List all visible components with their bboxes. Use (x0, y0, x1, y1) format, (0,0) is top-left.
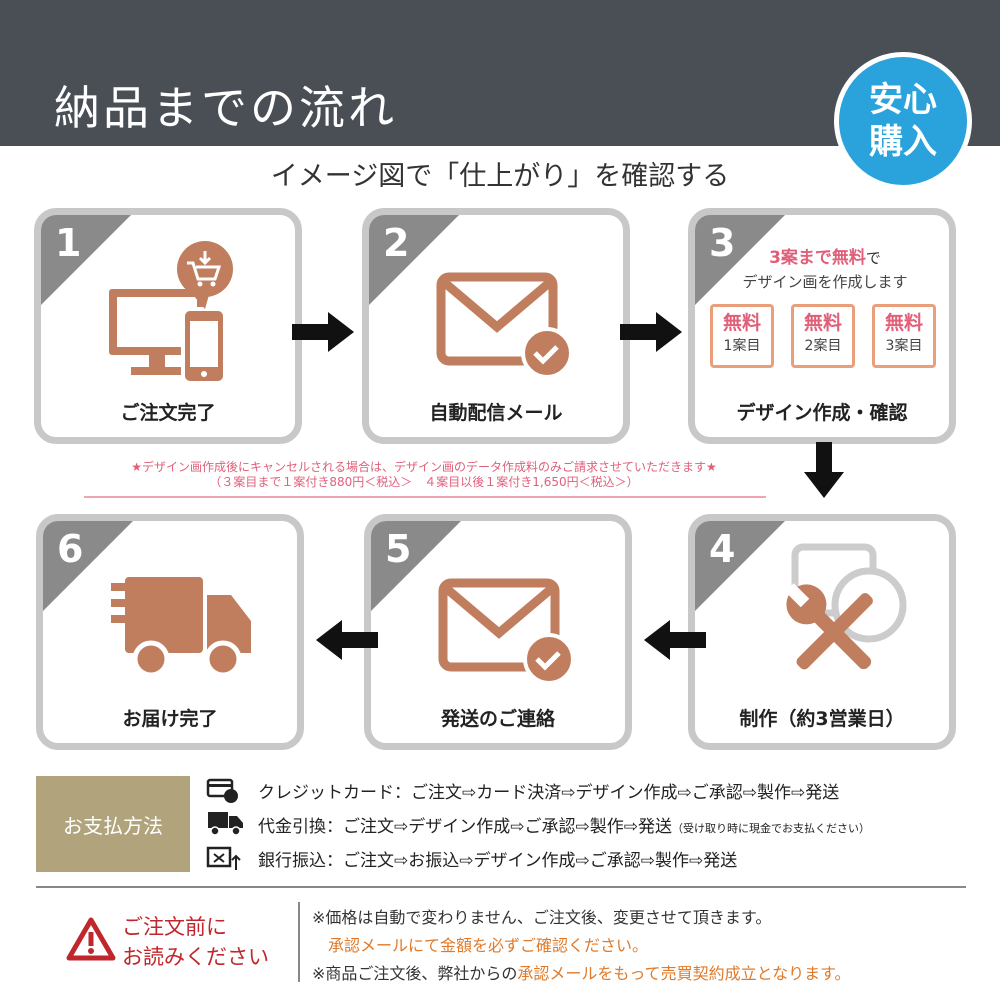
corner-triangle-1 (41, 215, 131, 305)
warning-line3: ※商品ご注文後、弊社からの承認メールをもって売買契約成立となります。 (312, 960, 851, 984)
delivery-truck-icon (208, 812, 243, 836)
arrow-right-icon (292, 312, 354, 352)
payment-methods-label: お支払方法 (36, 776, 190, 872)
read-before-order: ご注文前に お読みください (122, 912, 269, 972)
warning-line1: ※価格は自動で変わりません、ご注文後、変更させて頂きます。 (312, 908, 772, 927)
payment-bank-text: 銀行振込：ご注文⇨お振込⇨デザイン作成⇨ご承認⇨製作⇨発送 (258, 851, 738, 871)
badge-line1: 安心 (869, 80, 937, 120)
corner-triangle-6 (43, 521, 133, 611)
free-three-suffix: で (865, 249, 881, 267)
payment-credit-card-text: クレジットカード：ご注文⇨カード決済⇨デザイン作成⇨ご承認⇨製作⇨発送 (258, 783, 840, 803)
arrow-left-icon (316, 620, 378, 660)
step-label-5: 発送のご連絡 (440, 708, 555, 730)
design-option-3: 無料 3案目 (872, 304, 936, 368)
payment-cod-text: 代金引換：ご注文⇨デザイン作成⇨ご承認⇨製作⇨発送 (258, 817, 672, 837)
bank-transfer-icon (206, 846, 241, 870)
design-create-text: デザイン画を作成します (742, 273, 908, 291)
step-number-3: 3 (709, 221, 736, 265)
corner-triangle-3 (695, 215, 785, 305)
delivery-truck-icon (111, 577, 251, 678)
step-card-1: 1 ご注文完了 (34, 208, 302, 444)
design-option-1: 無料 1案目 (710, 304, 774, 368)
step-card-6: 6 お届け完了 (36, 514, 304, 750)
corner-triangle-5 (371, 521, 461, 611)
warning-line2: 承認メールにて金額を必ずご確認ください。 (328, 936, 649, 955)
design-option-2: 無料 2案目 (791, 304, 855, 368)
option-free-label: 無料 (884, 312, 923, 334)
step-label-2: 自動配信メール (429, 402, 563, 424)
cancel-notice: ★デザイン画作成後にキャンセルされる場合は、デザイン画のデータ作成料のみご請求さ… (84, 460, 764, 490)
warning-line3-a: ※商品ご注文後、弊社からの (312, 964, 518, 983)
payment-cash-on-delivery: 代金引換：ご注文⇨デザイン作成⇨ご承認⇨製作⇨発送（受け取り時に現金でお支払くだ… (258, 812, 870, 837)
warning-line3-b: 承認メールをもって売買契約成立となります。 (517, 964, 851, 983)
mail-check-icon (436, 272, 573, 379)
arrow-right-icon (620, 312, 682, 352)
corner-triangle-4 (695, 521, 785, 611)
step-label-6: お届け完了 (122, 708, 218, 730)
computer-phone-cart-icon (109, 241, 233, 385)
corner-triangle-2 (369, 215, 459, 305)
arrow-down-icon (804, 442, 844, 498)
option-number: 1案目 (723, 338, 761, 354)
section-divider (36, 886, 966, 888)
page-title: 納品までの流れ (54, 81, 397, 135)
step-number-1: 1 (55, 221, 82, 265)
option-number: 3案目 (885, 338, 923, 354)
warning-divider (298, 902, 300, 982)
cancel-notice-line1: ★デザイン画作成後にキャンセルされる場合は、デザイン画のデータ作成料のみご請求さ… (131, 460, 717, 474)
header-bar (0, 0, 1000, 146)
step-label-1: ご注文完了 (120, 402, 216, 424)
payment-credit-card: クレジットカード：ご注文⇨カード決済⇨デザイン作成⇨ご承認⇨製作⇨発送 (258, 778, 839, 803)
step-card-5: 5 発送のご連絡 (364, 514, 632, 750)
free-three-text: 3案まで無料 (769, 248, 866, 268)
notice-underline (84, 496, 766, 498)
warning-icon (66, 917, 116, 961)
warning-title-line2: お読みください (122, 945, 269, 969)
step-number-6: 6 (57, 527, 84, 571)
step-number-5: 5 (385, 527, 412, 571)
step-label-3: デザイン作成・確認 (736, 402, 908, 424)
warning-title-line1: ご注文前に (122, 915, 227, 939)
design-free-text: 3案まで無料で デザイン画を作成します (700, 246, 950, 294)
payment-cod-note: （受け取り時に現金でお支払ください） (671, 822, 870, 835)
step-number-4: 4 (709, 527, 736, 571)
step-label-4: 制作（約3営業日） (739, 708, 905, 730)
subtitle: イメージ図で「仕上がり」を確認する (270, 161, 730, 192)
step-number-2: 2 (383, 221, 410, 265)
arrow-left-icon (644, 620, 706, 660)
option-free-label: 無料 (803, 312, 842, 334)
step-card-4: 4 制作（約3営業日） (688, 514, 956, 750)
step-card-2: 2 自動配信メール (362, 208, 630, 444)
cancel-notice-line2: （３案目まで１案付き880円＜税込＞ ４案目以後１案付き1,650円＜税込＞） (209, 475, 639, 489)
mail-check-icon (438, 578, 575, 685)
safe-purchase-badge: 安心 購入 (834, 52, 972, 190)
badge-line2: 購入 (869, 122, 937, 162)
tools-icon (785, 543, 907, 670)
option-number: 2案目 (804, 338, 842, 354)
credit-card-icon (206, 778, 238, 803)
option-free-label: 無料 (722, 312, 761, 334)
payment-bank-transfer: 銀行振込：ご注文⇨お振込⇨デザイン作成⇨ご承認⇨製作⇨発送 (258, 846, 737, 871)
